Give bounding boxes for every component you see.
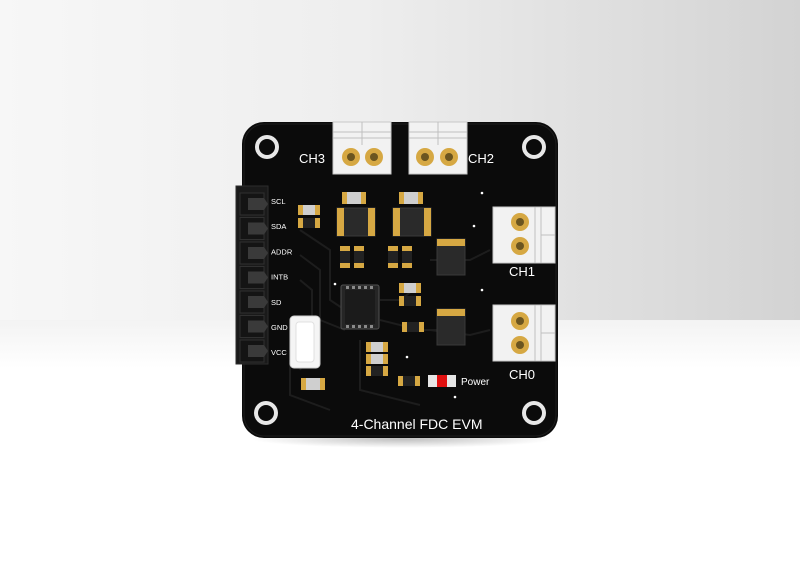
header-label-vcc: VCC bbox=[271, 348, 287, 357]
label-ch0: CH0 bbox=[509, 367, 535, 382]
capacitor-top-ch3 bbox=[342, 192, 366, 204]
inductor-l2 bbox=[392, 207, 432, 237]
label-ch1: CH1 bbox=[509, 264, 535, 279]
board-title: 4-Channel FDC EVM bbox=[351, 416, 483, 432]
label-power: Power bbox=[461, 377, 490, 388]
label-ch3: CH3 bbox=[299, 151, 325, 166]
header-label-sd: SD bbox=[271, 298, 282, 307]
inductor-l1 bbox=[436, 238, 466, 276]
header-label-gnd: GND bbox=[271, 323, 288, 332]
fdc-ic bbox=[340, 284, 380, 330]
mounting-hole-top-left bbox=[255, 135, 279, 159]
capacitor-top-ch2 bbox=[399, 192, 423, 204]
silkscreen-dots bbox=[333, 191, 484, 399]
mounting-hole-bottom-left bbox=[254, 401, 278, 425]
terminal-block-ch2 bbox=[408, 121, 468, 175]
inductor-l3 bbox=[336, 207, 376, 237]
resistor-power bbox=[398, 376, 420, 386]
header-label-intb: INTB bbox=[271, 273, 288, 282]
mounting-hole-top-right bbox=[522, 135, 546, 159]
smd-components bbox=[298, 205, 424, 376]
label-ch2: CH2 bbox=[468, 151, 494, 166]
pcb-board bbox=[242, 122, 558, 438]
capacitor-bottom-left bbox=[301, 378, 325, 390]
mounting-hole-bottom-right bbox=[522, 401, 546, 425]
header-pin-labels: SCL SDA ADDR INTB SD GND VCC bbox=[271, 197, 293, 357]
terminal-block-ch0 bbox=[492, 304, 556, 362]
terminal-block-ch3 bbox=[332, 121, 392, 175]
pin-header bbox=[235, 185, 269, 365]
power-led bbox=[428, 375, 456, 387]
terminal-block-ch1 bbox=[492, 206, 556, 264]
header-label-scl: SCL bbox=[271, 197, 286, 206]
connector-white bbox=[289, 315, 321, 369]
header-label-sda: SDA bbox=[271, 222, 286, 231]
inductor-l0 bbox=[436, 308, 466, 346]
header-label-addr: ADDR bbox=[271, 247, 293, 256]
